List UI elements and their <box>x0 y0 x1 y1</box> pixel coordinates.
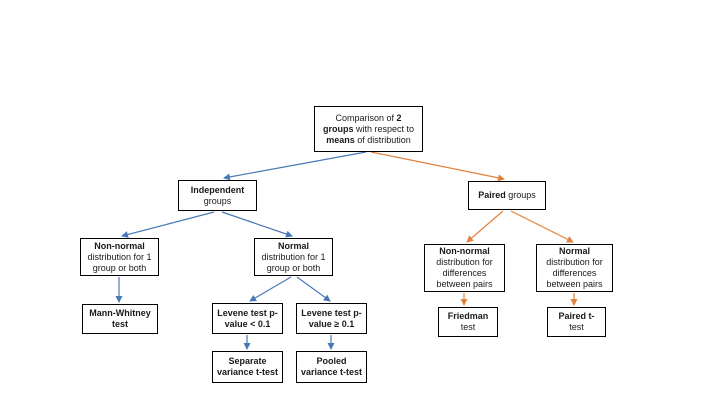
node-separate-variance-t-test: Separate variance t-test <box>212 351 283 383</box>
node-label: Independent groups <box>190 184 245 206</box>
node-label: Mann-Whitney test <box>89 308 151 329</box>
node-label: Pooled variance t-test <box>300 356 363 377</box>
node-friedman-test: Friedman test <box>438 307 498 337</box>
node-non-normal-paired: Non-normal distribution for differences … <box>424 244 505 292</box>
node-label: Separate variance t-test <box>216 356 279 377</box>
node-pooled-variance-t-test: Pooled variance t-test <box>296 351 367 383</box>
node-normal-paired: Normal distribution for differences betw… <box>536 244 613 292</box>
edge-normal-to-levene-ge <box>296 276 331 302</box>
edge-root-to-independent <box>223 151 367 181</box>
node-independent-groups: Independent groups <box>178 180 257 211</box>
edge-root-to-paired <box>370 151 505 182</box>
edge-normal-to-levene-lt <box>249 276 292 302</box>
edge-paired-to-normal <box>510 210 574 243</box>
node-normal-independent: Normal distribution for 1 group or both <box>254 238 333 276</box>
node-levene-p-ge-01: Levene test p- value ≥ 0.1 <box>296 303 367 334</box>
node-paired-groups: Paired groups <box>468 181 546 210</box>
node-label: Levene test p- value ≥ 0.1 <box>301 307 362 329</box>
node-label: Non-normal distribution for 1 group or b… <box>87 240 152 273</box>
edge-independent-to-nonnormal <box>121 211 215 238</box>
node-label: Levene test p- value < 0.1 <box>217 307 278 329</box>
node-label: Normal distribution for 1 group or both <box>261 240 326 273</box>
node-label: Normal distribution for differences betw… <box>546 246 603 289</box>
node-non-normal-independent: Non-normal distribution for 1 group or b… <box>80 238 159 276</box>
node-label: Paired groups <box>478 190 536 200</box>
edge-independent-to-normal <box>221 211 293 238</box>
node-label: Non-normal distribution for differences … <box>436 246 493 289</box>
node-label: Friedman test <box>447 311 489 332</box>
node-paired-t-test: Paired t- test <box>547 307 606 337</box>
node-mann-whitney-test: Mann-Whitney test <box>82 304 158 334</box>
node-label: Paired t- test <box>558 311 595 332</box>
node-label: Comparison of 2 groups with respect to m… <box>322 112 415 145</box>
edge-paired-to-nonnormal <box>466 210 504 243</box>
node-comparison-of-2-groups: Comparison of 2 groups with respect to m… <box>314 106 423 152</box>
node-levene-p-lt-01: Levene test p- value < 0.1 <box>212 303 283 334</box>
